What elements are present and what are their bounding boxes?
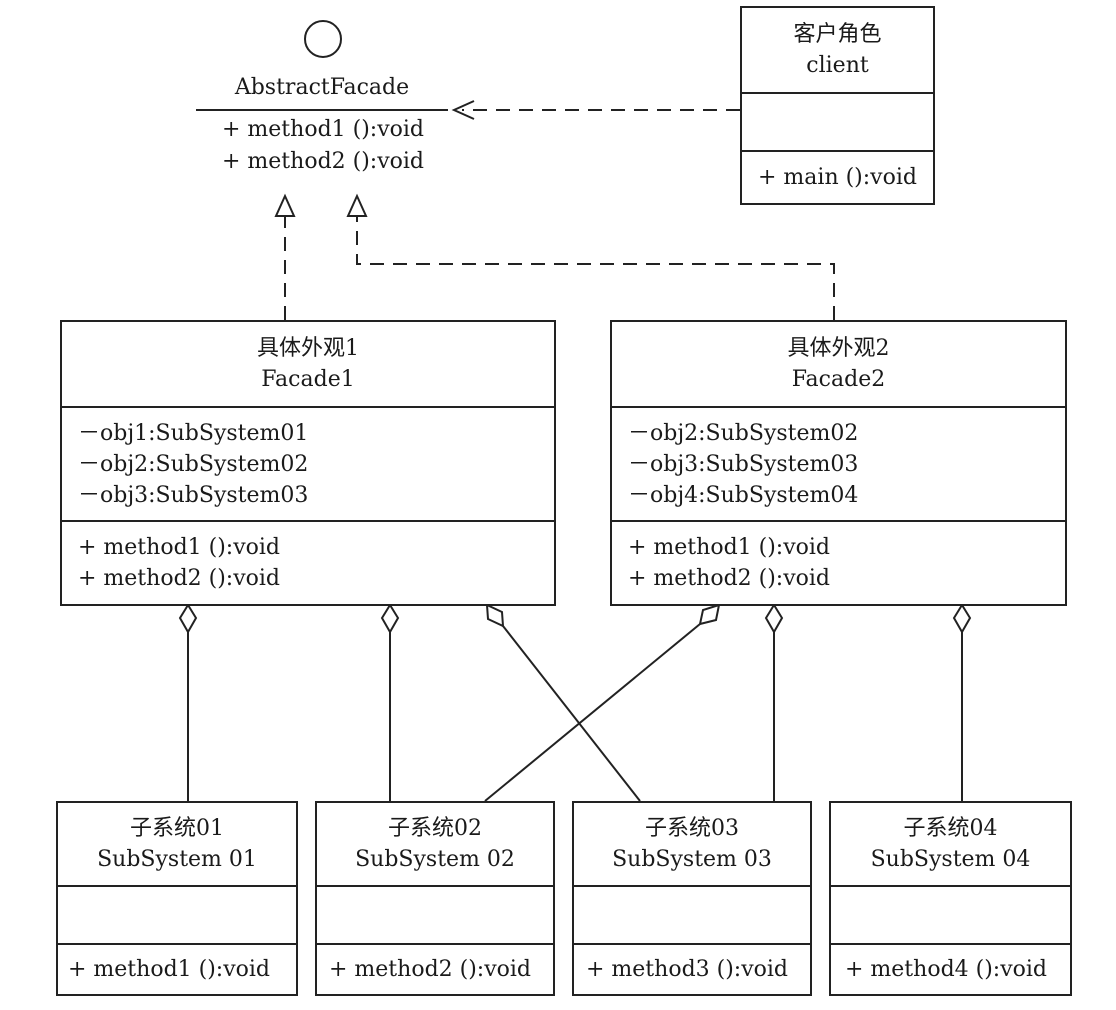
realization-triangle-icon-1 bbox=[274, 193, 296, 217]
subsystem-title-cn: 子系统02 bbox=[388, 816, 482, 841]
aggregation-diamond-icon-4 bbox=[698, 603, 721, 626]
subsystem-name-section: 子系统03 SubSystem 03 bbox=[574, 803, 810, 887]
facade1-class-box: 具体外观1 Facade1 －obj1:SubSystem01 －obj2:Su… bbox=[60, 320, 556, 606]
facade2-method: + method1 ():void bbox=[628, 535, 831, 560]
interface-lollipop-icon bbox=[304, 20, 342, 58]
subsystem-methods-section: + method2 ():void bbox=[317, 945, 553, 994]
client-name: client bbox=[806, 53, 869, 78]
facade2-attribute: －obj2:SubSystem02 bbox=[628, 420, 859, 446]
subsystem-title-cn: 子系统04 bbox=[903, 816, 998, 841]
subsystem-methods-section: + method3 ():void bbox=[574, 945, 810, 994]
subsystem-name: SubSystem 02 bbox=[355, 847, 515, 872]
facade1-attribute: －obj3:SubSystem03 bbox=[78, 482, 309, 508]
subsystem-attributes-section bbox=[58, 887, 296, 945]
subsystem-method: + method4 ():void bbox=[845, 957, 1048, 982]
subsystem-attributes-section bbox=[574, 887, 810, 945]
facade1-attributes-section: －obj1:SubSystem01 －obj2:SubSystem02 －obj… bbox=[62, 408, 554, 522]
aggregation-diamond-icon-6 bbox=[952, 603, 972, 635]
subsystem-attributes-section bbox=[831, 887, 1070, 945]
subsystem-attributes-section bbox=[317, 887, 553, 945]
subsystem-title-cn: 子系统03 bbox=[645, 816, 739, 841]
subsystem01-class-box: 子系统01 SubSystem 01 + method1 ():void bbox=[56, 801, 298, 996]
dependency-open-arrowhead-icon bbox=[451, 100, 475, 120]
subsystem03-class-box: 子系统03 SubSystem 03 + method3 ():void bbox=[572, 801, 812, 996]
abstract-facade-method: + method2 ():void bbox=[222, 149, 425, 174]
facade1-title-cn: 具体外观1 bbox=[257, 336, 359, 361]
facade2-attribute: －obj4:SubSystem04 bbox=[628, 482, 859, 508]
aggregation-diamond-icon-2 bbox=[380, 603, 400, 635]
aggregation-diamond-icon-5 bbox=[764, 603, 784, 635]
facade2-title-cn: 具体外观2 bbox=[787, 336, 890, 361]
subsystem-method: + method2 ():void bbox=[329, 957, 532, 982]
realization-triangle-icon-2 bbox=[346, 193, 368, 217]
facade2-class-box: 具体外观2 Facade2 －obj2:SubSystem02 －obj3:Su… bbox=[610, 320, 1067, 606]
client-class-box: 客户角色 client + main ():void bbox=[740, 6, 935, 205]
facade2-method: + method2 ():void bbox=[628, 566, 831, 591]
aggregation-diamond-icon-1 bbox=[178, 603, 198, 635]
client-name-section: 客户角色 client bbox=[742, 8, 933, 94]
aggregation-diamond-icon-3 bbox=[485, 603, 505, 628]
facade1-attribute: －obj1:SubSystem01 bbox=[78, 420, 309, 446]
client-attributes-section bbox=[742, 94, 933, 152]
subsystem-method: + method1 ():void bbox=[68, 957, 271, 982]
subsystem-name-section: 子系统04 SubSystem 04 bbox=[831, 803, 1070, 887]
subsystem-title-cn: 子系统01 bbox=[130, 816, 224, 841]
client-method: + main ():void bbox=[758, 165, 917, 190]
subsystem-methods-section: + method4 ():void bbox=[831, 945, 1070, 994]
realization-facade2 bbox=[356, 216, 835, 320]
facade2-attributes-section: －obj2:SubSystem02 －obj3:SubSystem03 －obj… bbox=[612, 408, 1065, 522]
facade1-methods-section: + method1 ():void + method2 ():void bbox=[62, 522, 554, 604]
facade2-methods-section: + method1 ():void + method2 ():void bbox=[612, 522, 1065, 604]
facade1-attribute: －obj2:SubSystem02 bbox=[78, 451, 309, 477]
subsystem-name-section: 子系统01 SubSystem 01 bbox=[58, 803, 296, 887]
aggregation-facade2-subsystem02 bbox=[484, 623, 701, 802]
subsystem-name: SubSystem 03 bbox=[612, 847, 772, 872]
subsystem-method: + method3 ():void bbox=[586, 957, 789, 982]
abstract-facade-name: AbstractFacade bbox=[234, 75, 410, 100]
client-title-cn: 客户角色 bbox=[793, 22, 882, 47]
facade1-name-section: 具体外观1 Facade1 bbox=[62, 322, 554, 408]
facade2-name: Facade2 bbox=[791, 367, 886, 392]
subsystem-methods-section: + method1 ():void bbox=[58, 945, 296, 994]
facade1-method: + method1 ():void bbox=[78, 535, 281, 560]
subsystem-name: SubSystem 04 bbox=[870, 847, 1031, 872]
client-methods-section: + main ():void bbox=[742, 152, 933, 203]
facade2-name-section: 具体外观2 Facade2 bbox=[612, 322, 1065, 408]
subsystem02-class-box: 子系统02 SubSystem 02 + method2 ():void bbox=[315, 801, 555, 996]
facade1-name: Facade1 bbox=[261, 367, 355, 392]
subsystem-name-section: 子系统02 SubSystem 02 bbox=[317, 803, 553, 887]
aggregation-facade1-subsystem03 bbox=[502, 625, 641, 802]
abstract-facade-method: + method1 ():void bbox=[222, 117, 425, 142]
abstract-facade-methods: + method1 ():void + method2 ():void bbox=[222, 114, 424, 178]
subsystem04-class-box: 子系统04 SubSystem 04 + method4 ():void bbox=[829, 801, 1072, 996]
facade2-attribute: －obj3:SubSystem03 bbox=[628, 451, 859, 477]
facade1-method: + method2 ():void bbox=[78, 566, 281, 591]
subsystem-name: SubSystem 01 bbox=[97, 847, 257, 872]
